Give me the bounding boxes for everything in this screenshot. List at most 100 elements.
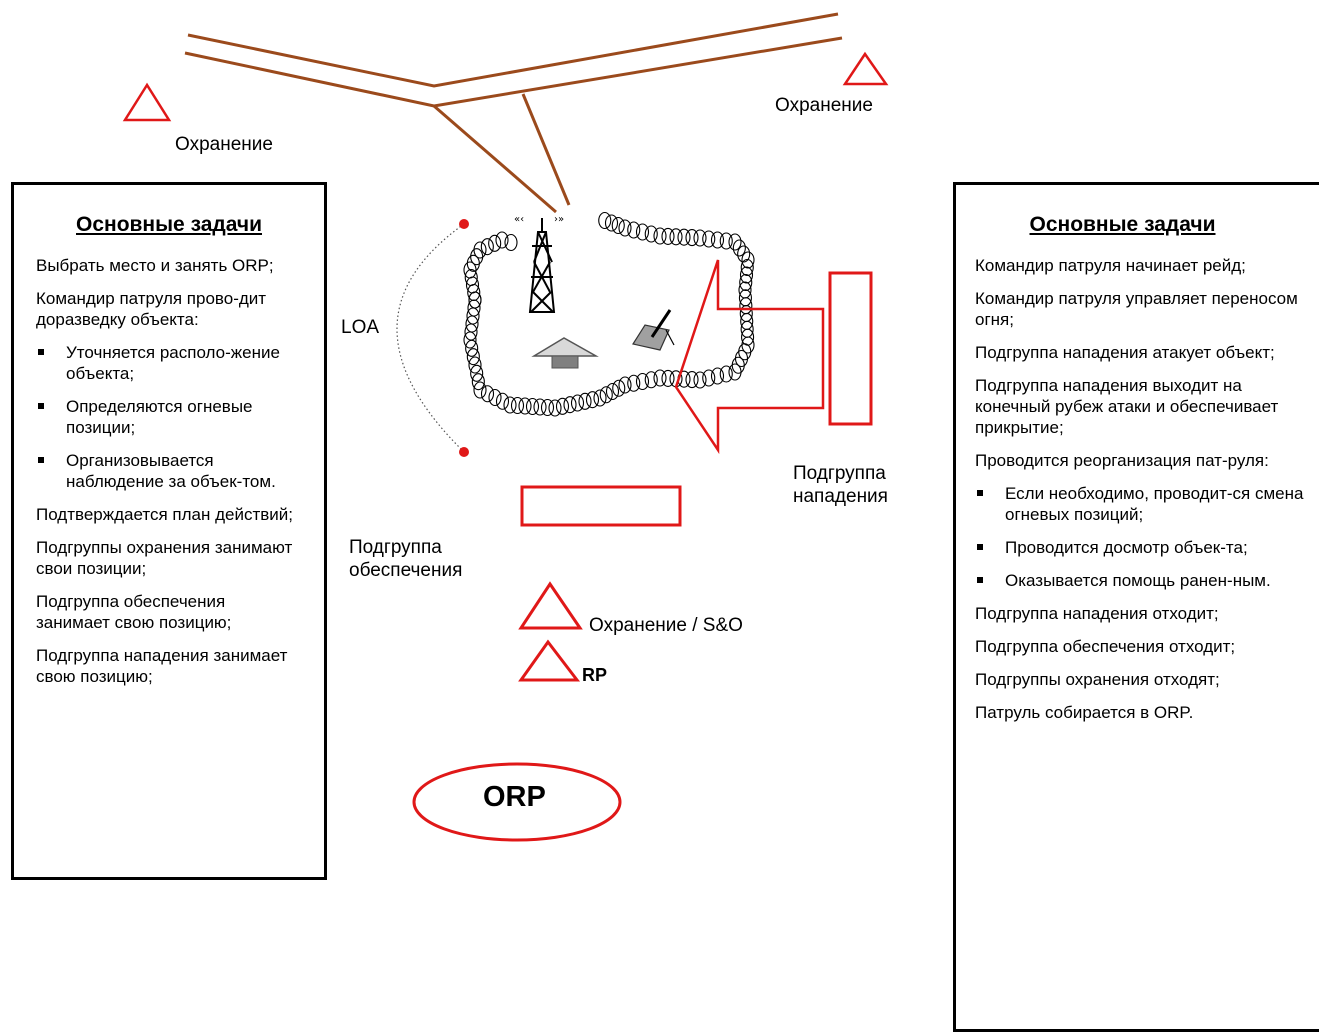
task-item: Патруль собирается в ORP. xyxy=(975,703,1194,722)
wire-coil xyxy=(563,396,577,414)
wire-coil xyxy=(627,374,641,392)
assault-group-label-line1: Подгруппа xyxy=(793,463,886,484)
wire-coil xyxy=(661,369,675,387)
task-subitem-text: Организовывается наблюдение за объек-том… xyxy=(66,451,276,491)
task-subitem: Если необходимо, проводит-ся смена огнев… xyxy=(977,483,1308,525)
radio-tower-icon: «‹ ›» xyxy=(514,214,564,313)
wire-coil xyxy=(466,348,480,366)
wire-coil xyxy=(585,391,600,409)
wire-coil xyxy=(719,232,733,250)
task-subitem-text: Определяются огневые позиции; xyxy=(66,397,253,437)
wire-coil xyxy=(737,245,751,263)
task-subitem-text: Если необходимо, проводит-ся смена огнев… xyxy=(1005,484,1304,524)
task-item: Подгруппы охранения отходят; xyxy=(975,670,1220,689)
task-item: Подтверждается план действий; xyxy=(36,505,294,524)
orp-label: ORP xyxy=(483,781,546,813)
wire-coil xyxy=(504,233,518,252)
task-subitem: Определяются огневые позиции; xyxy=(38,396,302,438)
triangle-icon xyxy=(518,581,583,630)
bullet-icon xyxy=(977,490,983,496)
task-sublist: Если необходимо, проводит-ся смена огнев… xyxy=(975,483,1308,591)
left-tasks-panel: Основные задачи Выбрать место и занять O… xyxy=(11,182,327,880)
wire-coil xyxy=(702,230,716,248)
road xyxy=(184,12,843,214)
triangle-icon xyxy=(518,639,581,682)
task-item: Подгруппа обеспечения занимает свою пози… xyxy=(36,592,232,632)
wire-coil xyxy=(618,376,632,394)
wire-coil xyxy=(525,397,540,416)
wire-coil xyxy=(599,386,613,404)
wire-coil xyxy=(510,396,525,415)
wire-coil xyxy=(605,382,620,401)
wire-coil xyxy=(710,367,725,385)
wire-coil xyxy=(635,223,650,241)
wire-coil xyxy=(533,398,547,416)
bullet-icon xyxy=(38,457,44,463)
wire-coil xyxy=(653,227,667,245)
wire-coil xyxy=(463,331,477,349)
wire-coil xyxy=(488,388,502,407)
orp-ellipse xyxy=(412,762,622,842)
rp-label: RP xyxy=(582,665,608,685)
wire-coil xyxy=(740,258,754,277)
wire-coil xyxy=(612,379,626,397)
task-subitem: Оказывается помощь ранен-ным. xyxy=(977,570,1308,591)
wire-coil xyxy=(473,381,487,399)
bullet-icon xyxy=(38,349,44,355)
wire-coil xyxy=(669,228,683,246)
wire-coil xyxy=(503,396,517,414)
triangle-icon xyxy=(842,51,889,86)
loa-label: LOA xyxy=(341,317,380,338)
task-item: Выбрать место и занять ORP; xyxy=(36,256,274,275)
task-item: Командир патруля начинает рейд; xyxy=(975,256,1246,275)
assault-group-label-line2: нападения xyxy=(793,486,888,507)
wire-coil xyxy=(593,389,607,407)
wire-coil xyxy=(685,229,699,247)
wire-coil xyxy=(739,266,754,284)
wire-coil xyxy=(598,211,612,230)
wire-coil xyxy=(473,241,487,259)
task-item: Подгруппа нападения выходит на конечный … xyxy=(975,376,1279,437)
guard-label-right: Охранение xyxy=(775,95,873,116)
guard-so-label: Охранение / S&O xyxy=(589,615,743,636)
task-item: Командир патруля прово-дит доразведку об… xyxy=(36,289,267,329)
wire-coil xyxy=(495,392,510,410)
wire-coil xyxy=(480,385,495,403)
wire-coil xyxy=(739,273,753,292)
wire-coil xyxy=(702,369,716,387)
assault-group-rect xyxy=(828,271,873,426)
left-panel-title: Основные задачи xyxy=(76,213,262,236)
wire-coil xyxy=(471,373,485,391)
wire-coil xyxy=(728,233,742,251)
wire-coil xyxy=(627,221,641,239)
wire-coil xyxy=(495,231,509,249)
wire-coil xyxy=(480,238,494,256)
wire-coil xyxy=(488,234,502,252)
wire-coil xyxy=(644,371,658,389)
task-subitem-text: Проводится досмотр объек-та; xyxy=(1005,538,1248,557)
wire-coil xyxy=(465,339,479,357)
wire-coil xyxy=(653,369,667,387)
task-item: Подгруппа нападения отходит; xyxy=(975,604,1219,623)
bullet-icon xyxy=(977,544,983,550)
support-group-label: Подгруппа обеспечения xyxy=(349,536,462,582)
triangle-icon xyxy=(122,82,172,122)
wire-coil xyxy=(464,268,478,287)
task-subitem: Проводится досмотр объек-та; xyxy=(977,537,1308,558)
task-item: Проводится реорганизация пат-руля: xyxy=(975,451,1269,470)
svg-text:›»: ›» xyxy=(554,214,564,225)
wire-coil xyxy=(738,289,752,307)
wire-coil xyxy=(635,372,650,391)
wire-obstacle-icon xyxy=(463,211,755,417)
right-tasks-panel: Основные задачи Командир патруля начинае… xyxy=(953,182,1319,1032)
wire-coil xyxy=(732,239,746,257)
wire-coil xyxy=(518,397,532,415)
wire-coil xyxy=(719,365,733,383)
task-subitem: Организовывается наблюдение за объек-том… xyxy=(38,450,302,492)
wire-coil xyxy=(741,251,755,269)
wire-coil xyxy=(693,371,707,389)
task-item: Подгруппа нападения атакует объект; xyxy=(975,343,1275,362)
wire-coil xyxy=(470,364,484,382)
right-panel-title: Основные задачи xyxy=(1029,213,1216,236)
